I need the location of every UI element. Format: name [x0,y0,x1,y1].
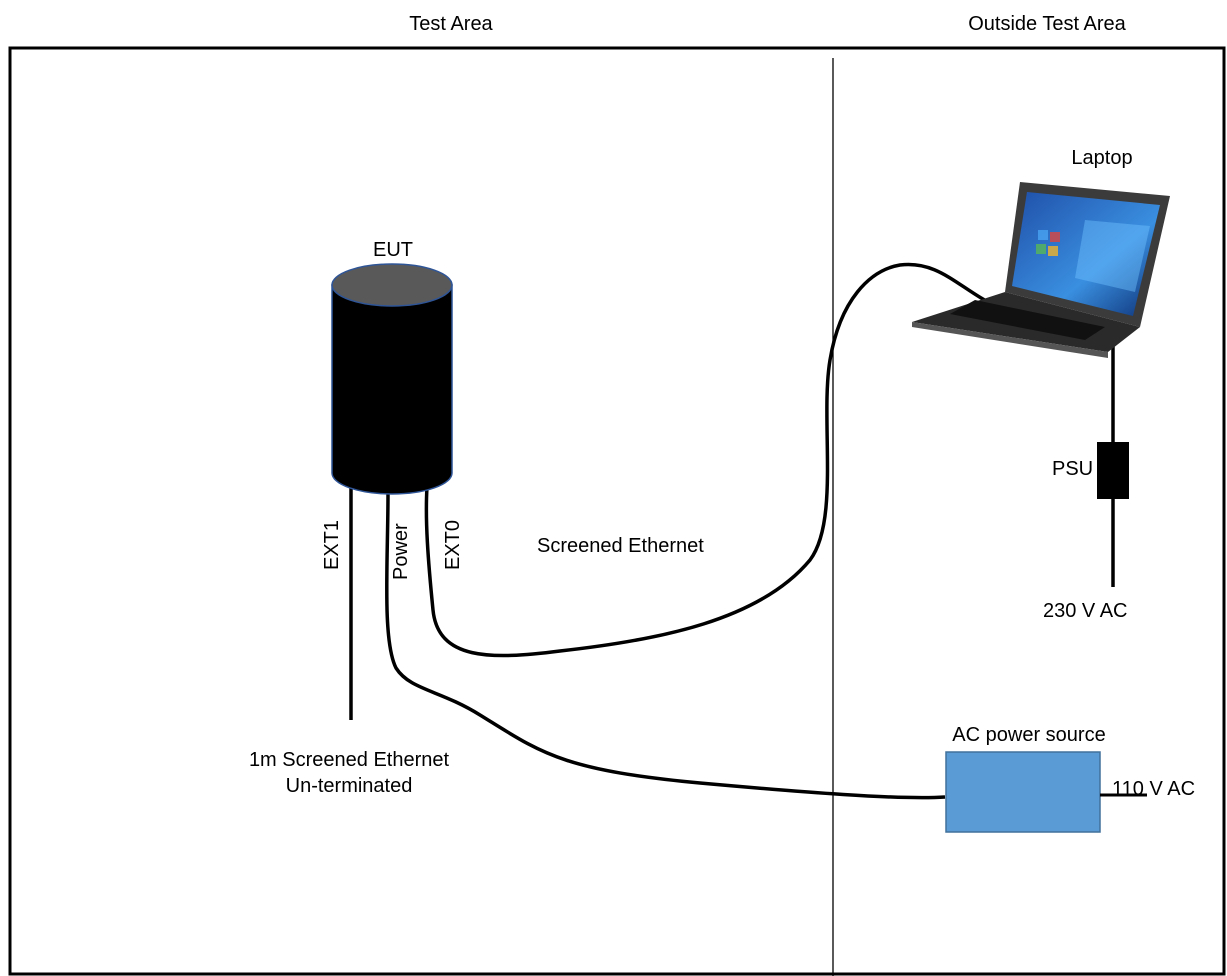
ext0-port-label: EXT0 [442,519,464,570]
ac-power-source-box [945,751,1101,833]
eut-cylinder [331,263,453,495]
screened-ethernet-cable [424,262,1001,658]
laptop-label: Laptop [1071,147,1133,169]
ext1-port-label: EXT1 [321,519,343,570]
diagram-frame [8,46,1226,976]
test-area-title: Test Area [409,13,493,35]
psu-label: PSU [1052,458,1094,480]
unterminated-cable-label-line1: 1m Screened Ethernet [248,749,450,771]
unterminated-cable-label-line2: Un-terminated [285,775,413,797]
ac-power-source-label: AC power source [952,724,1106,746]
psu-block [1097,442,1129,499]
eut-label: EUT [373,239,413,261]
power-port-label: Power [390,523,412,580]
screened-ethernet-label: Screened Ethernet [537,535,704,557]
laptop-icon [912,182,1170,358]
power-cable [384,493,946,800]
outside-test-area-title: Outside Test Area [968,13,1126,35]
ac-source-supply-label: 110 V AC [1112,778,1196,800]
laptop-supply-label: 230 V AC [1043,600,1128,622]
